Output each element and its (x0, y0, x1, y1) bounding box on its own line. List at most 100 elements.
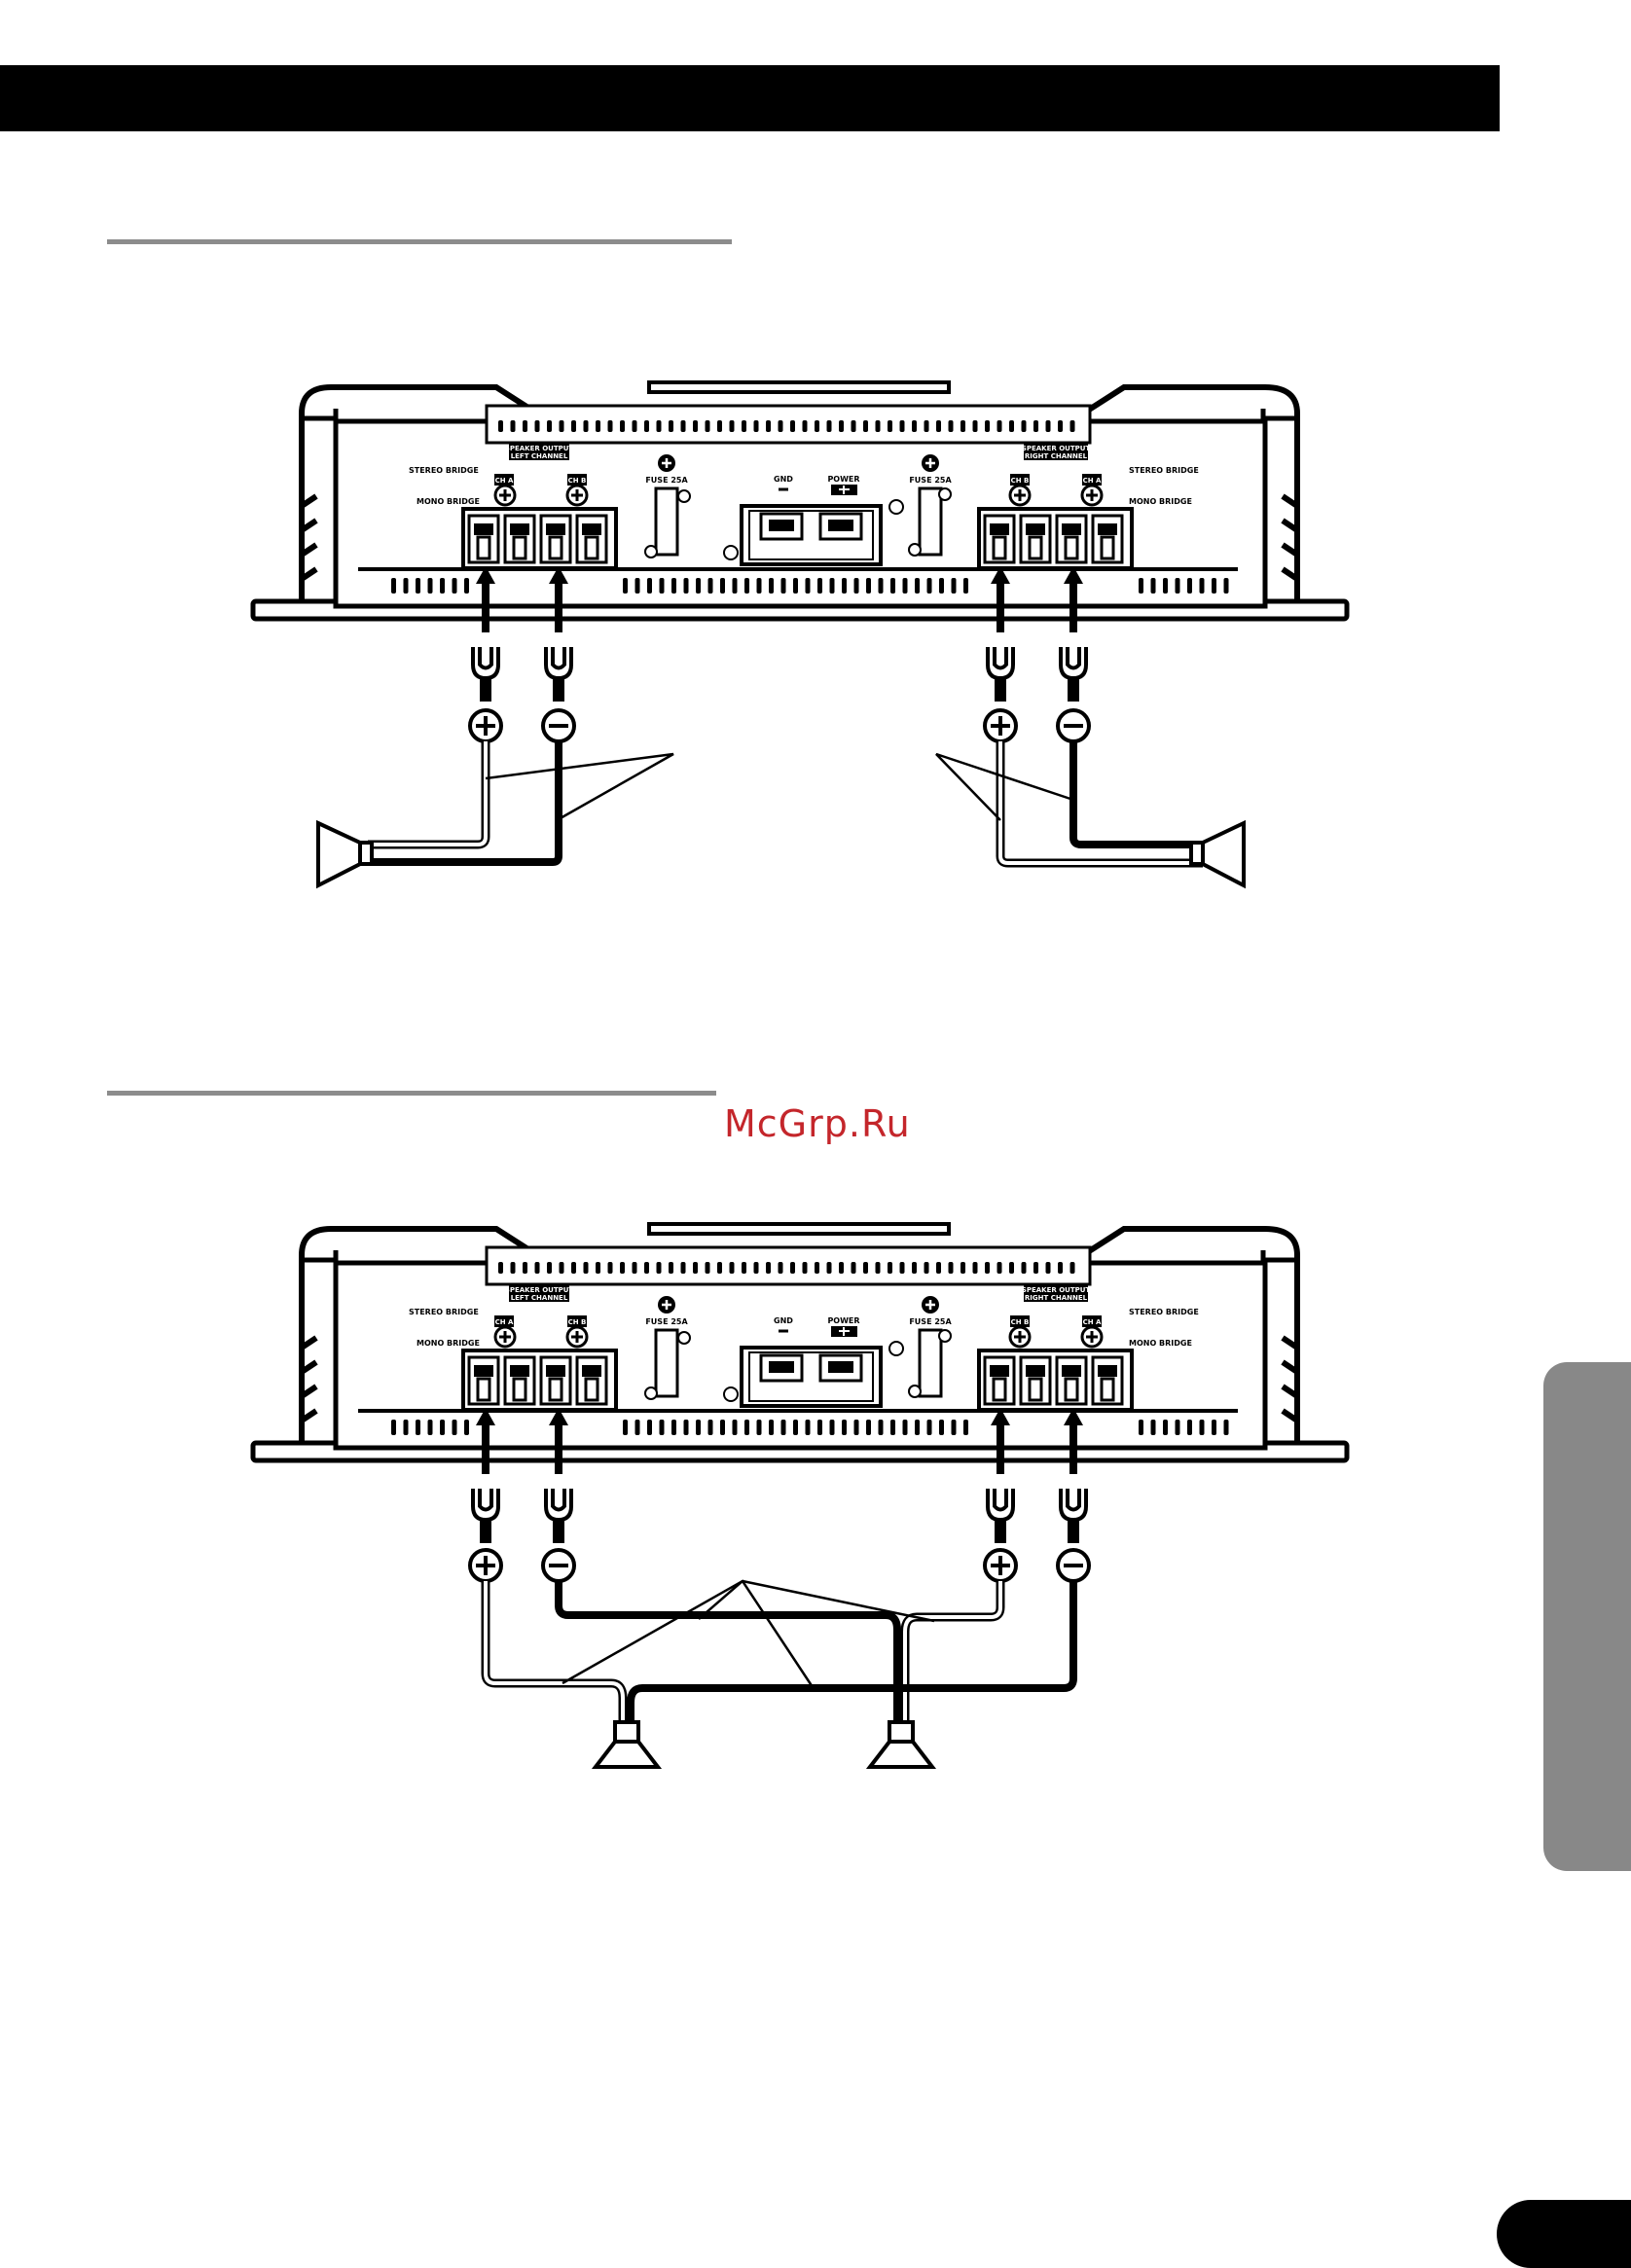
vent-slot (888, 420, 892, 432)
vent-slot (1058, 1262, 1063, 1274)
vent-slot (1009, 420, 1014, 432)
vent-slot (707, 578, 713, 594)
gnd-label-b: GND (774, 1316, 793, 1325)
vent-slot (607, 420, 613, 432)
vent-slot (948, 1262, 954, 1274)
vent-slot (696, 578, 701, 594)
vent-slot (720, 1420, 725, 1435)
vent-slot (632, 420, 637, 432)
ch-a-label-right-b: CH A (1083, 1318, 1102, 1326)
vent-slot (1212, 578, 1216, 594)
terminal-screw (983, 1355, 1016, 1406)
vent-slot (863, 1262, 868, 1274)
vent-slot (644, 1262, 649, 1274)
vent-slot (620, 420, 625, 432)
vent-slot (756, 1420, 762, 1435)
vent-slot (1045, 420, 1051, 432)
ch-a-label-b: CH A (495, 1318, 514, 1326)
vent-slot (936, 1262, 941, 1274)
vent-slot (571, 420, 576, 432)
vent-slot (717, 1262, 722, 1274)
vent-slot (912, 420, 917, 432)
vent-slot (890, 1420, 895, 1435)
vent-slot (817, 578, 822, 594)
vent-slot (680, 420, 686, 432)
vent-slot (924, 420, 929, 432)
mono-bridge-label-right: MONO BRIDGE (1129, 497, 1192, 506)
vent-slot (693, 420, 698, 432)
power-label-b: POWER (827, 1316, 859, 1325)
terminal-screw (1019, 514, 1052, 564)
vent-slot (452, 1420, 457, 1435)
vent-slot (948, 420, 954, 432)
vent-slot (534, 1262, 540, 1274)
vent-slot (671, 1420, 676, 1435)
vent-slot (851, 420, 856, 432)
bridged-wiring-diagram: SPEAKER OUTPUT LEFT CHANNEL STEREO BRIDG… (250, 1222, 1350, 1769)
mono-bridge-label: MONO BRIDGE (417, 497, 480, 506)
vent-slot (620, 1262, 625, 1274)
vent-slot (1139, 578, 1143, 594)
vent-slot (559, 1262, 564, 1274)
fuse-label-right-b: FUSE 25A (909, 1317, 952, 1326)
vent-slot (583, 1262, 589, 1274)
vent-slot (693, 1262, 698, 1274)
vent-slot (683, 578, 689, 594)
vent-slot (1223, 1420, 1229, 1435)
vent-slot (671, 578, 676, 594)
vent-slot (547, 420, 552, 432)
vent-slot (583, 420, 589, 432)
vent-slot (985, 420, 990, 432)
vent-slot (997, 420, 1002, 432)
vent-slot (815, 1262, 819, 1274)
vent-slot (1163, 578, 1168, 594)
vent-slot (1150, 578, 1156, 594)
vent-slot (793, 1420, 798, 1435)
section-rule-bridge (107, 1091, 716, 1096)
vent-slot (510, 420, 516, 432)
vent-slot (963, 1420, 968, 1435)
stereo-bridge-label: STEREO BRIDGE (409, 466, 479, 475)
vent-slot (1199, 1420, 1205, 1435)
vent-slot (1150, 1420, 1156, 1435)
vent-slot (744, 578, 749, 594)
vent-slot (829, 1420, 835, 1435)
vent-slot (972, 420, 978, 432)
stereo-bridge-label-b: STEREO BRIDGE (409, 1308, 479, 1316)
vent-slot (790, 1262, 795, 1274)
ch-b-label-b: CH B (568, 1318, 587, 1326)
vent-slot (972, 1262, 978, 1274)
vent-slot (656, 420, 662, 432)
vent-slot (1033, 1262, 1038, 1274)
vent-slot (742, 1262, 746, 1274)
vent-slot (720, 578, 725, 594)
vent-slot (596, 1262, 600, 1274)
speaker-output-right-label-1: SPEAKER OUTPUT (1022, 445, 1091, 452)
header-bar (0, 65, 1500, 131)
vent-slot (498, 1262, 503, 1274)
vent-slot (623, 1420, 628, 1435)
page-number-pill (1497, 2200, 1631, 2268)
vent-slot (1045, 1262, 1051, 1274)
vent-slot (647, 578, 652, 594)
stereo-bridge-label-right: STEREO BRIDGE (1129, 466, 1199, 475)
bottom-vents (391, 578, 1229, 594)
stereo-bridge-label-right-b: STEREO BRIDGE (1129, 1308, 1199, 1316)
vent-slot (802, 1262, 808, 1274)
vent-slot (951, 578, 957, 594)
ch-a-label-right: CH A (1083, 477, 1102, 485)
amplifier-unit-2: SPEAKER OUTPUT LEFT CHANNEL STEREO BRIDG… (250, 1222, 1350, 1463)
vent-slot (696, 1420, 701, 1435)
vent-slot (802, 420, 808, 432)
vent-slot (1223, 578, 1229, 594)
vent-slot (744, 1420, 749, 1435)
vent-slot (1069, 420, 1075, 432)
terminal-screw (503, 1355, 536, 1406)
vent-slot (644, 420, 649, 432)
terminal-screw (1091, 514, 1124, 564)
vent-slot (669, 1262, 673, 1274)
vent-slot (391, 1420, 396, 1435)
vent-slot (829, 578, 835, 594)
vent-slot (960, 420, 965, 432)
vent-slot (769, 1420, 774, 1435)
